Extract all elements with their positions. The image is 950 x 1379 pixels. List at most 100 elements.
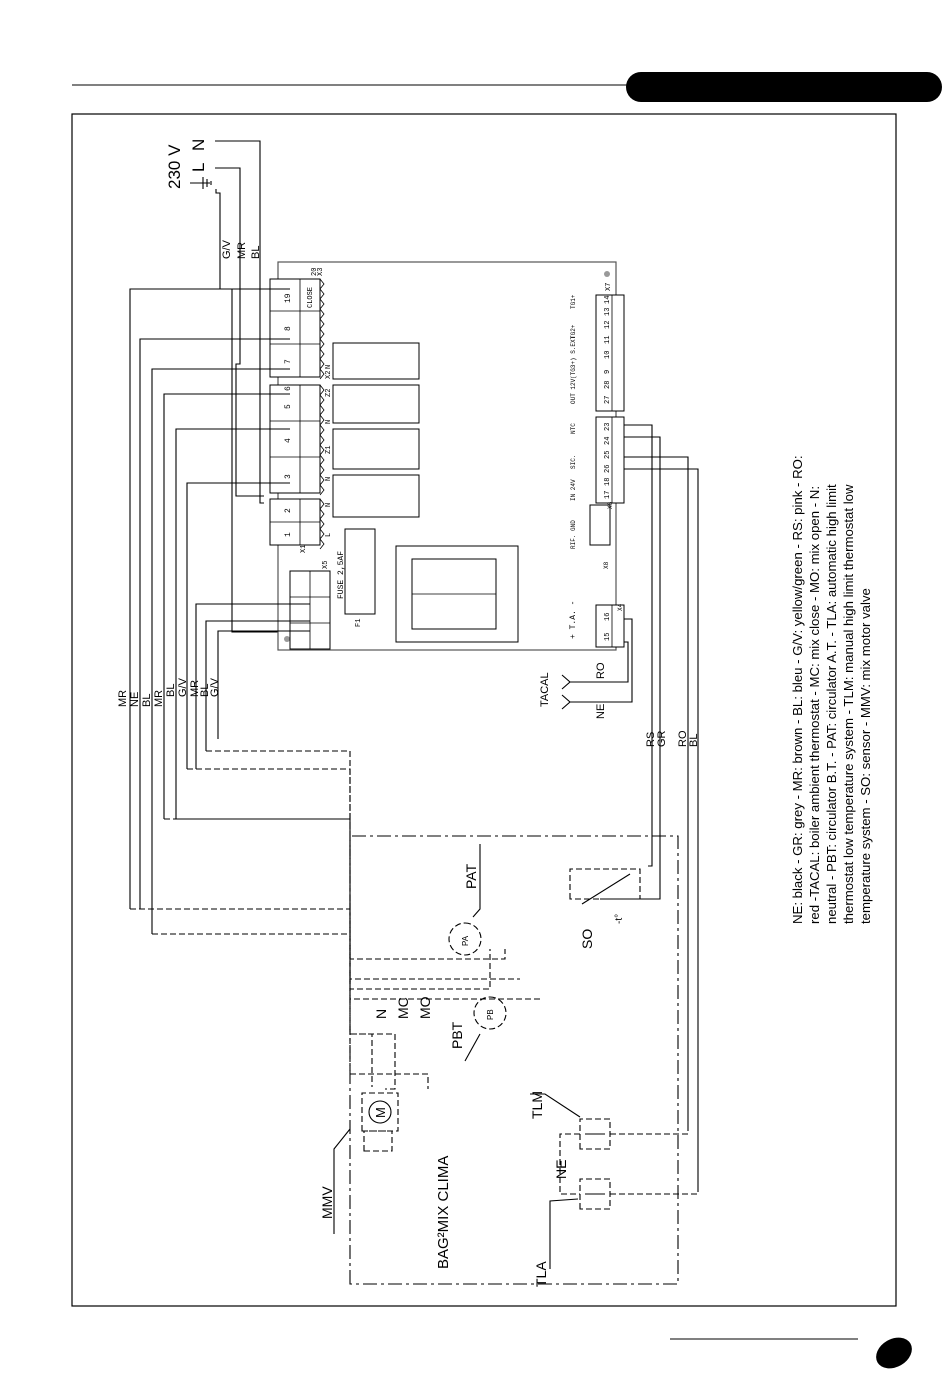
tlm-wire (610, 1131, 689, 1135)
supply-wire-mr-label: MR (236, 242, 248, 259)
connector-x6: RIF. GND X8 X6 (570, 501, 614, 569)
n-label-1: N (325, 365, 333, 369)
bundle-label-5: BL (165, 684, 177, 697)
bundle-label-1: MR (117, 690, 129, 707)
in-24v-label: IN 24V (570, 479, 577, 501)
pbt-wire (196, 750, 540, 1000)
tacal-ne-label: NE (595, 704, 607, 719)
x2-label: X2 (325, 371, 333, 379)
connector-x7: 27 28 9 10 11 12 13 14 X7 OUT 12V (TG3+)… (570, 283, 625, 412)
x6-label: X6 (607, 501, 614, 509)
terminal-15: 15 (604, 633, 612, 641)
terminal-1: 1 (284, 532, 293, 537)
bundle-label-8: BL (199, 684, 211, 697)
relay-1 (332, 342, 420, 380)
sensor-rs-label: RS (645, 732, 657, 747)
mmv-mo-wire (164, 818, 429, 1089)
connector-zigzag-2 (319, 384, 325, 496)
so-label: SO (579, 929, 595, 949)
n-label-3: N (325, 477, 333, 481)
pbt-label: PBT (449, 1021, 465, 1049)
tacal-arrow-2 (561, 694, 571, 710)
terminal-12: 12 (604, 321, 612, 329)
board-mount-hole-top (604, 271, 610, 277)
tlm-leader (530, 1093, 581, 1118)
terminal-block-x1: 1 2 X1 (269, 498, 321, 553)
terminal-16: 16 (604, 613, 612, 621)
mmv-label: MMV (319, 1186, 335, 1219)
supply-wire-live (215, 167, 264, 497)
bag2mix-label: BAG²MIX CLIMA (435, 1156, 452, 1269)
terminal-block-x3: 7 8 19 CLOSE 20 X3 (269, 268, 325, 378)
ta-label: + T.A. - (569, 601, 578, 639)
pbt-leader (464, 1033, 481, 1062)
pat-pump-label: PA (461, 935, 470, 946)
wire-bundle-2 (139, 338, 290, 909)
wire-bundle-7 (195, 603, 310, 769)
pbt-pump-icon (473, 996, 507, 1030)
terminal-7: 7 (284, 359, 293, 364)
mmv-mc-wire (152, 933, 396, 1090)
bundle-label-4: MR (153, 690, 165, 707)
terminal-19: 19 (284, 293, 293, 303)
mmv-valve-box (363, 1130, 393, 1152)
supply-live-label: L (189, 163, 208, 172)
page-number-badge (876, 1337, 912, 1369)
x5-label: X5 (322, 561, 330, 569)
motor-label: M (373, 1107, 388, 1118)
rotated-diagram: 230 V L N G/V MR BL 7 8 19 CLOSE (117, 139, 873, 1287)
fuse (344, 528, 376, 615)
wire-bundle-4 (163, 393, 290, 819)
terminal-13: 13 (604, 308, 612, 316)
terminal-25: 25 (604, 451, 612, 459)
f1-label: F1 (355, 619, 363, 627)
legend-line-1: NE: black - GR: grey - MR: brown - BL: b… (790, 455, 805, 924)
mmv-mc-label: MC (395, 997, 411, 1019)
supply-wire-neutral (215, 140, 264, 504)
pat-pump-icon (448, 922, 482, 956)
rif-gnd-label: RIF. GND (570, 520, 577, 549)
tg2-label: TG2+ (570, 324, 577, 339)
sensor-bl-label: BL (688, 734, 700, 747)
bundle-label-6: G/V (177, 677, 189, 697)
terminal-27: 27 (604, 396, 612, 404)
z1-label: Z1 (325, 446, 333, 454)
terminal-18: 18 (604, 478, 612, 486)
supply-voltage: 230 V (165, 144, 184, 189)
z2-label: Z2 (325, 389, 333, 397)
sensor-wire-bl (624, 468, 699, 1189)
relay-3 (332, 428, 420, 470)
terminal-11: 11 (604, 336, 612, 344)
pbt-pump-label: PB (486, 1009, 495, 1020)
n-label-4: N (325, 503, 333, 507)
mmv-n-wire (130, 908, 373, 1087)
x4-label: X4 (617, 603, 624, 611)
bag2mix-enclosure (349, 835, 679, 1285)
pat-leader (472, 844, 481, 918)
x1-label: X1 (300, 545, 308, 553)
close-label: CLOSE (307, 287, 315, 308)
legend-line-2: red -TACAL: boiler ambient thermostat - … (807, 486, 822, 924)
wire-bundle-8 (205, 620, 310, 751)
mmv-n-label: N (373, 1009, 389, 1019)
so-temp-label: -t° (614, 914, 625, 924)
motor-icon (368, 1100, 392, 1124)
connector-ntc: 17 18 26 25 24 23 IN 24V SIC. NTC (570, 416, 625, 504)
mmv-mo-label: MO (417, 996, 433, 1019)
sic-label: SIC. (570, 455, 577, 469)
so-sensor-box (569, 868, 641, 900)
tacal-arrow-1 (561, 674, 571, 690)
tacal-ro-label: RO (595, 662, 607, 679)
supply-wire-gv-label: G/V (221, 239, 233, 259)
terminal-10: 10 (604, 351, 612, 359)
terminal-2: 2 (284, 508, 293, 513)
connector-zigzag-3 (319, 498, 325, 550)
terminal-8: 8 (284, 326, 293, 331)
relay-2 (332, 384, 420, 424)
mmv-leader (333, 1128, 351, 1234)
sensor-wire-rs (624, 424, 653, 867)
tg3-label: (TG3+) S.EXT (570, 335, 577, 379)
terminal-14: 14 (604, 296, 612, 304)
earth-icon (190, 177, 212, 189)
